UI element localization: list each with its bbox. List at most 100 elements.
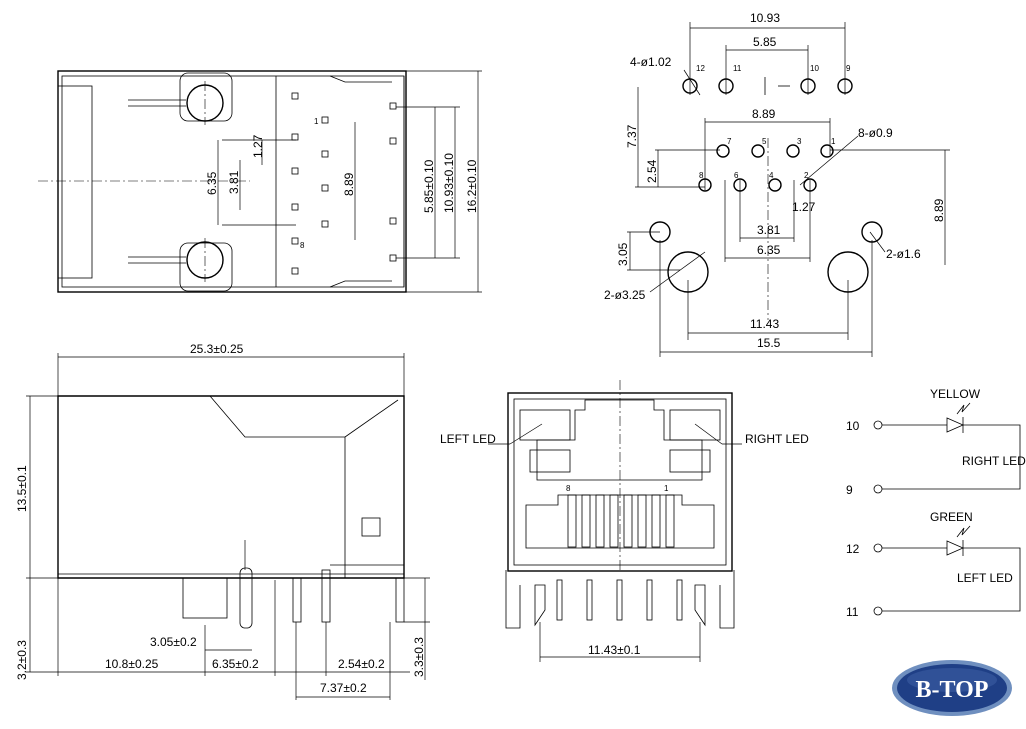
side-dim-7.37: 7.37±0.2: [320, 681, 367, 695]
terminal-11: [873, 606, 883, 616]
side-view-outline: [57, 395, 405, 579]
side-dim-3.05: 3.05±0.2: [150, 635, 197, 649]
side-pin-b: [292, 577, 302, 623]
fp-pin-4: 4: [769, 171, 774, 180]
fp-dim-2-hole-3.25: 2-ø3.25: [604, 288, 646, 302]
fp-dim-15.5: 15.5: [757, 336, 781, 350]
pin1-label: 1: [314, 117, 319, 126]
fp-dim-6.35: 6.35: [757, 243, 781, 257]
side-dim-3.3: 3.3±0.3: [412, 637, 426, 677]
led-hole-right: [861, 221, 883, 243]
fp-pin-1: 1: [831, 137, 836, 146]
fp-dim-8.89-v: 8.89: [932, 198, 946, 222]
fp-pin-2: 2: [804, 171, 809, 180]
pin8-label: 8: [300, 241, 305, 250]
pcb-footprint: 12 11 10 9 7 5 3 1 8 6 4 2 10.93 5.85 4-…: [604, 11, 950, 357]
fp-dim-4-hole: 4-ø1.02: [630, 55, 672, 69]
dim-5.85: 5.85±0.10: [422, 159, 436, 213]
fp-dim-11.43: 11.43: [750, 317, 779, 331]
footprint-dimension-lines: [627, 22, 950, 357]
post-hole-left: [667, 251, 709, 293]
rj45-port-opening: [525, 494, 715, 549]
fp-dim-1.27: 1.27: [792, 200, 816, 214]
fp-pin-7: 7: [727, 137, 732, 146]
hole-7: [716, 144, 730, 158]
top-view-front-lip: [57, 85, 93, 279]
led-hole-left: [649, 221, 671, 243]
front-left-led-label: LEFT LED: [440, 432, 496, 446]
fp-dim-5.85: 5.85: [753, 35, 777, 49]
side-pin-d: [395, 577, 405, 623]
side-pin-a: [239, 567, 253, 629]
schem-left-led-label: LEFT LED: [957, 571, 1013, 585]
hole-9: [837, 78, 853, 94]
side-latch-window: [361, 517, 381, 537]
side-view: 25.3±0.25 13.5±0.1 3.2±0.3 3.05±0.2 10.8…: [15, 342, 430, 700]
hole-11: [718, 78, 734, 94]
terminal-10: [873, 420, 883, 430]
fp-pin-10: 10: [810, 64, 819, 73]
fp-pin-6: 6: [734, 171, 739, 180]
terminal-9: [873, 484, 883, 494]
post-hole-right: [827, 251, 869, 293]
schem-green-label: GREEN: [930, 510, 973, 524]
fp-dim-3.05: 3.05: [616, 242, 630, 266]
side-dim-25.3: 25.3±0.25: [190, 342, 244, 356]
hole-4: [768, 178, 782, 192]
fp-dim-10.93: 10.93: [750, 11, 780, 25]
fp-pin-5: 5: [762, 137, 767, 146]
led-schematic: 10 9 12 11 YELLOW RIGHT LED GREEN LEFT L…: [846, 387, 1026, 619]
dim-8.89: 8.89: [342, 172, 356, 196]
side-dim-2.54: 2.54±0.2: [338, 657, 385, 671]
hole-5: [751, 144, 765, 158]
right-led-window: [669, 409, 721, 441]
hole-10: [800, 78, 816, 94]
schem-pin-12: 12: [846, 542, 860, 556]
fp-dim-7.37: 7.37: [625, 124, 639, 148]
dim-1.27: 1.27: [251, 134, 265, 158]
hole-3: [786, 144, 800, 158]
fp-pin-9: 9: [846, 64, 851, 73]
yellow-led-diode: [946, 417, 964, 433]
top-view: 1 8 6.35 3.81 1.27 8.89 5.85±0.10 10.93±…: [38, 70, 482, 293]
side-dim-13.5: 13.5±0.1: [15, 465, 29, 512]
b-top-logo: B-TOP: [892, 660, 1012, 716]
fp-dim-3.81: 3.81: [757, 223, 781, 237]
side-dim-6.35: 6.35±0.2: [212, 657, 259, 671]
rj45-contacts: [567, 494, 675, 548]
dim-10.93: 10.93±0.10: [442, 153, 456, 213]
hole-8: [698, 178, 712, 192]
schem-pin-11: 11: [846, 605, 859, 619]
front-view: 8 1 LEFT LED RIGHT LED 11.43±0.1: [440, 380, 809, 662]
fp-dim-2.54: 2.54: [645, 159, 659, 183]
logo-text: B-TOP: [916, 677, 989, 703]
front-pin8-label: 8: [566, 484, 571, 493]
top-view-dimensions: [217, 70, 482, 293]
dim-3.81: 3.81: [227, 170, 241, 194]
schem-pin-10: 10: [846, 419, 860, 433]
fp-dim-2-hole-1.6: 2-ø1.6: [886, 247, 921, 261]
terminal-12: [873, 543, 883, 553]
front-dim-11.43: 11.43±0.1: [588, 643, 641, 657]
schem-yellow-label: YELLOW: [930, 387, 981, 401]
fp-pin-8: 8: [699, 171, 704, 180]
hole-1: [820, 144, 834, 158]
fp-pin-12: 12: [696, 64, 705, 73]
side-view-dimensions: [26, 353, 430, 700]
dim-16.2: 16.2±0.10: [465, 159, 479, 213]
dim-6.35: 6.35: [205, 171, 219, 195]
hole-2: [803, 178, 817, 192]
hole-6: [733, 178, 747, 192]
hole-12: [682, 78, 698, 94]
fp-dim-8-hole: 8-ø0.9: [858, 126, 893, 140]
fp-pin-3: 3: [797, 137, 802, 146]
fp-pin-11: 11: [733, 64, 742, 73]
schem-right-led-label: RIGHT LED: [962, 454, 1026, 468]
green-led-diode: [946, 540, 964, 556]
side-dim-3.2: 3.2±0.3: [15, 640, 29, 680]
side-post: [182, 577, 228, 619]
signal-pins: [291, 92, 397, 275]
front-right-led-label: RIGHT LED: [745, 432, 809, 446]
fp-dim-8.89: 8.89: [752, 107, 776, 121]
